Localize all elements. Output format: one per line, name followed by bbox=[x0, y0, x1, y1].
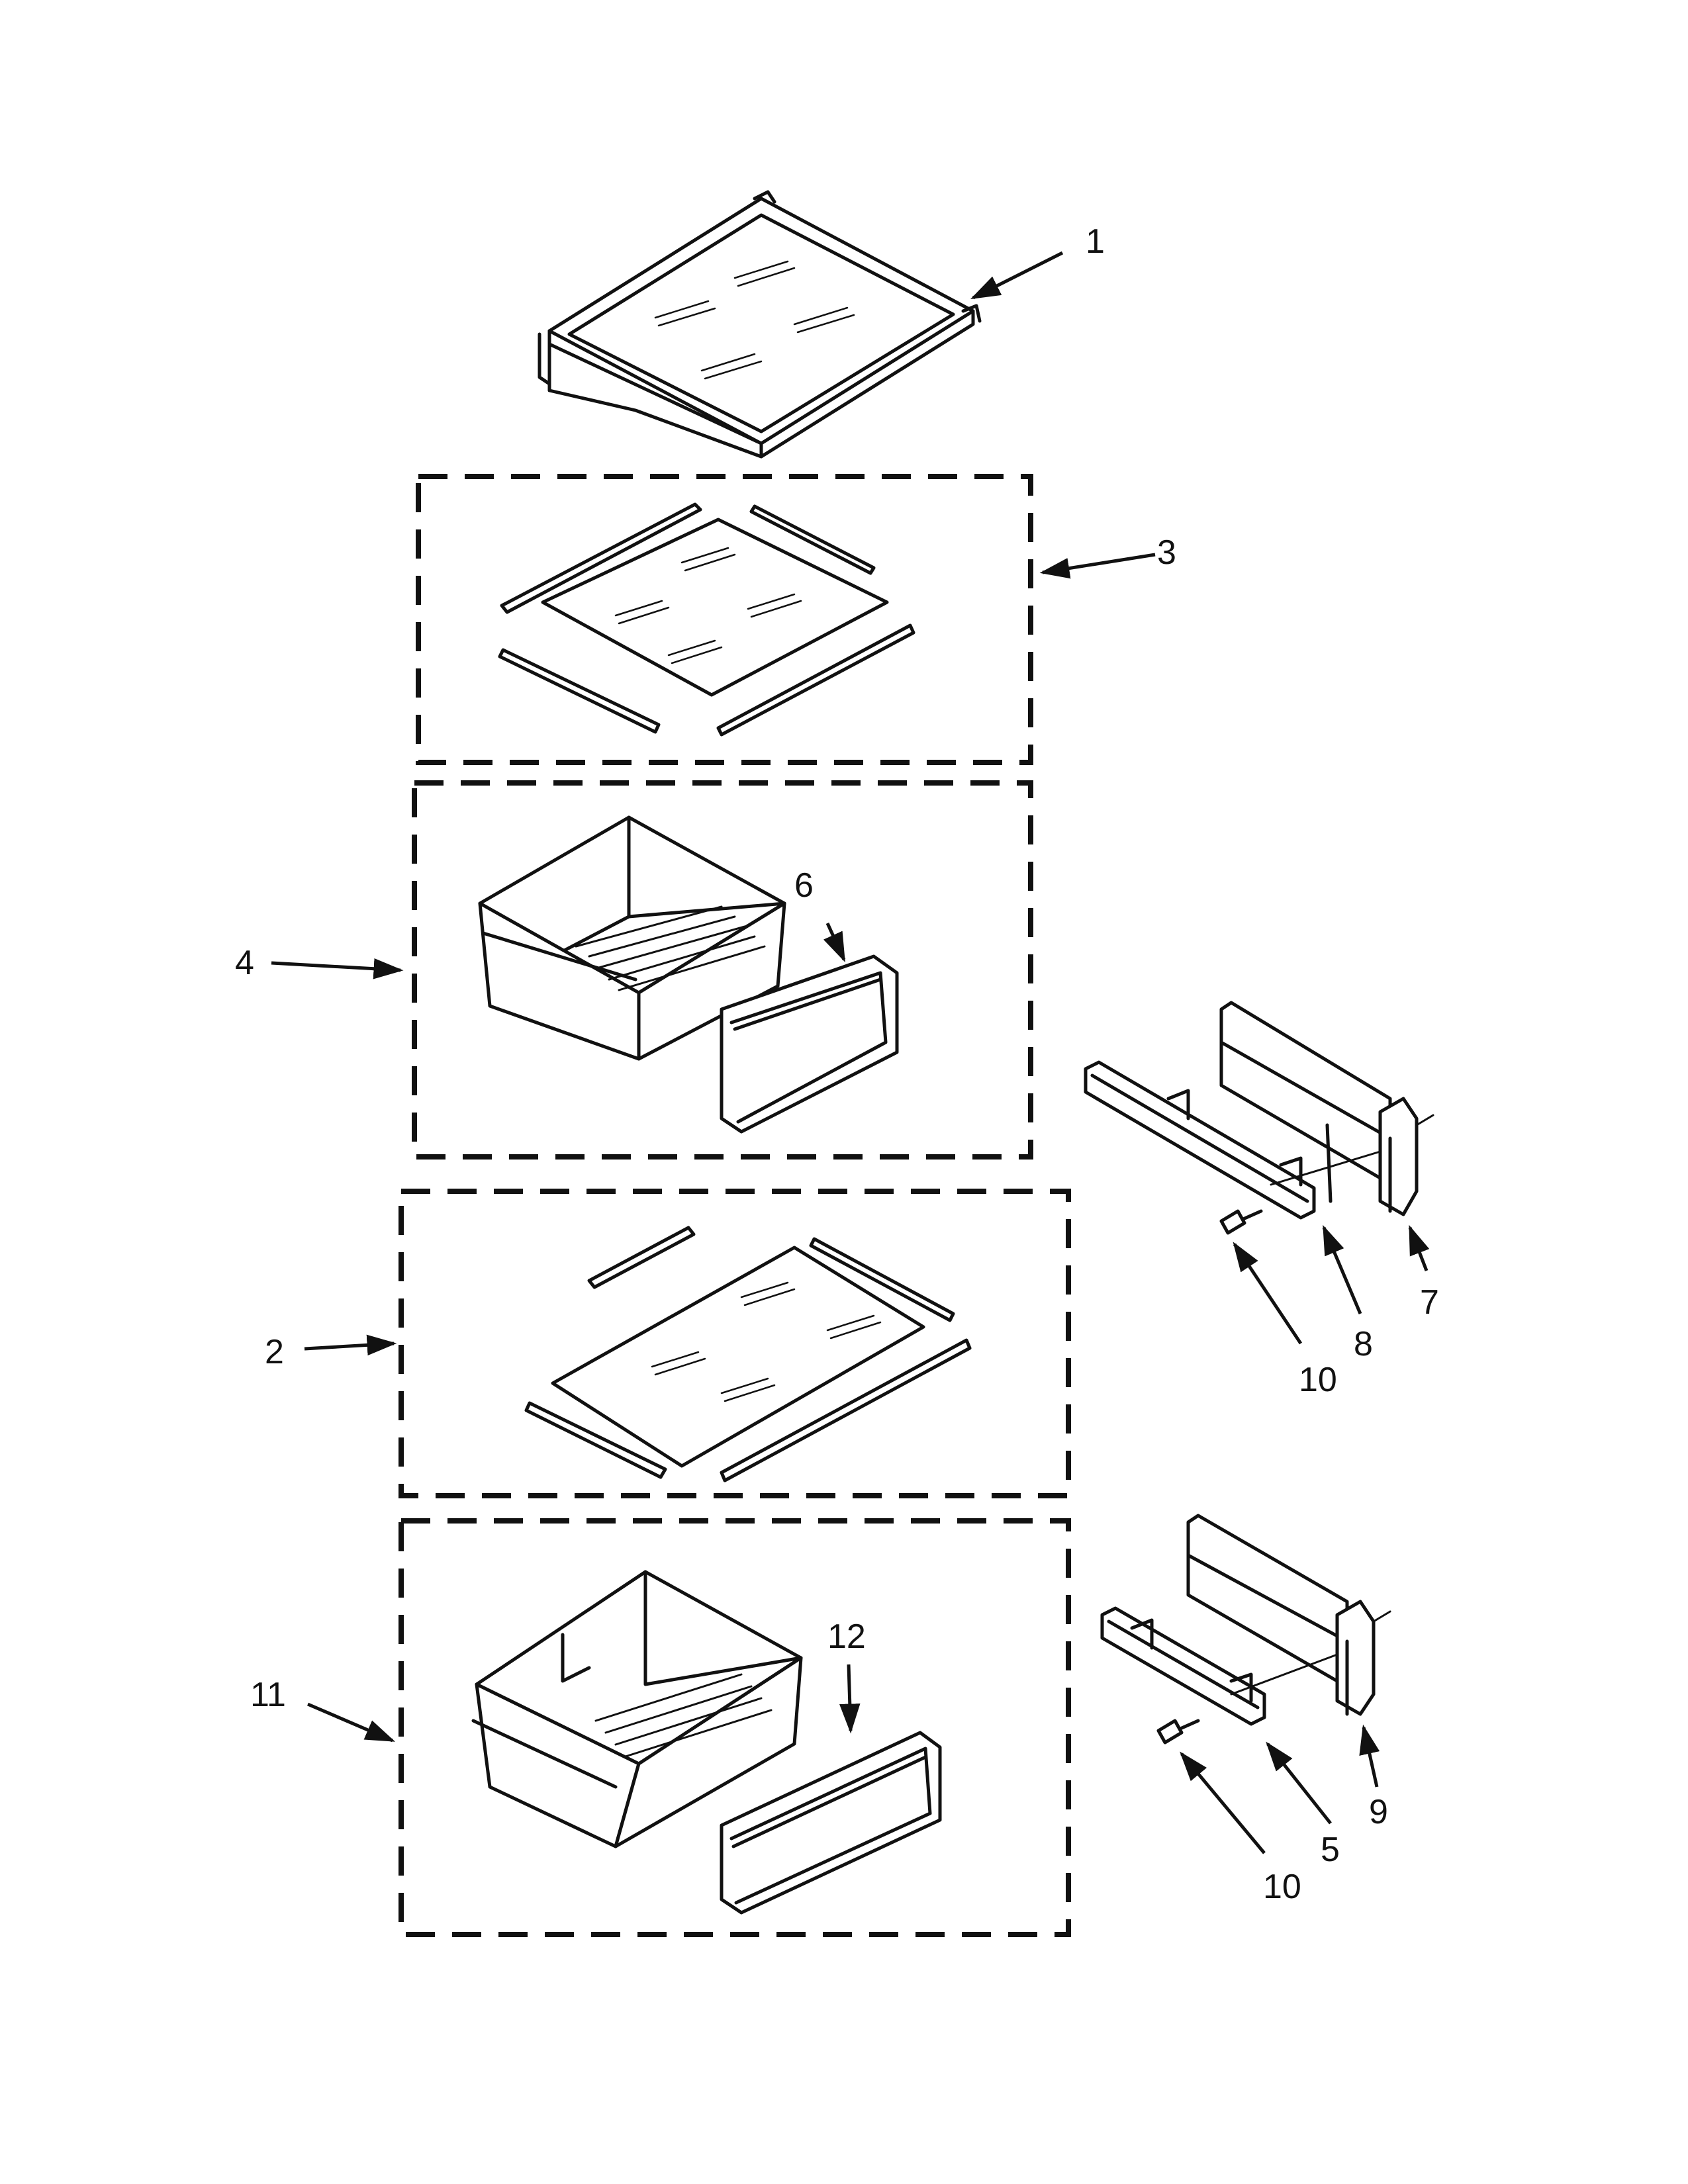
callout-10-upper: 10 bbox=[1299, 1361, 1337, 1399]
callout-2: 2 bbox=[265, 1333, 284, 1371]
callout-1: 1 bbox=[1086, 222, 1105, 261]
part-11-group-box bbox=[399, 1518, 1071, 1937]
crisper-cover-part-6 bbox=[720, 954, 899, 1134]
callout-3: 3 bbox=[1157, 533, 1176, 572]
part-2-group-box bbox=[399, 1189, 1071, 1498]
callout-4: 4 bbox=[235, 944, 254, 982]
leader-arrows bbox=[271, 251, 1430, 1854]
callout-8: 8 bbox=[1354, 1325, 1373, 1363]
callout-12: 12 bbox=[827, 1617, 866, 1656]
callout-7: 7 bbox=[1420, 1283, 1439, 1322]
callout-10-lower: 10 bbox=[1263, 1868, 1301, 1906]
slide-assembly-upper bbox=[1084, 1001, 1434, 1235]
shelf-assembly-part-1 bbox=[538, 190, 982, 459]
crisper-pan-part-4 bbox=[478, 815, 786, 1061]
deli-pan-part-11 bbox=[471, 1570, 803, 1848]
slide-assembly-lower bbox=[1100, 1514, 1391, 1745]
callout-11: 11 bbox=[250, 1676, 286, 1714]
glass-shelf-part-2 bbox=[524, 1226, 972, 1482]
deli-cover-part-12 bbox=[720, 1731, 942, 1915]
glass-shelf-part-3 bbox=[498, 502, 915, 737]
callout-6: 6 bbox=[794, 866, 814, 905]
part-3-group-box bbox=[416, 474, 1033, 765]
callout-9: 9 bbox=[1369, 1793, 1388, 1831]
part-4-group-box bbox=[412, 780, 1033, 1160]
callout-5: 5 bbox=[1321, 1831, 1340, 1869]
